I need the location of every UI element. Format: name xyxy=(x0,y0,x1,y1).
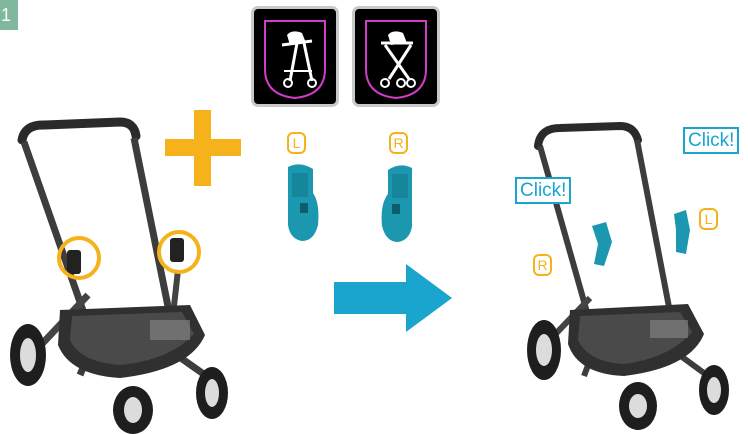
click-callout-right: Click! xyxy=(683,127,739,154)
result-left-label: L xyxy=(699,208,718,230)
left-adapter-image xyxy=(280,163,322,243)
plus-icon xyxy=(165,110,241,186)
car-seat-left-icon-card xyxy=(251,6,339,107)
left-mount-highlight xyxy=(55,233,105,283)
arrow-right-icon xyxy=(334,264,454,332)
car-seat-right-icon xyxy=(355,9,437,104)
right-adapter-label: R xyxy=(389,132,408,154)
car-seat-left-icon xyxy=(254,9,336,104)
left-adapter-label: L xyxy=(287,132,306,154)
car-seat-right-icon-card xyxy=(352,6,440,107)
result-right-label: R xyxy=(533,254,552,276)
right-adapter-image xyxy=(380,164,420,244)
click-callout-left: Click! xyxy=(515,177,571,204)
right-mount-highlight xyxy=(155,228,205,278)
stroller-with-adapters-image xyxy=(500,118,748,434)
step-number-badge: 1 xyxy=(0,0,18,30)
